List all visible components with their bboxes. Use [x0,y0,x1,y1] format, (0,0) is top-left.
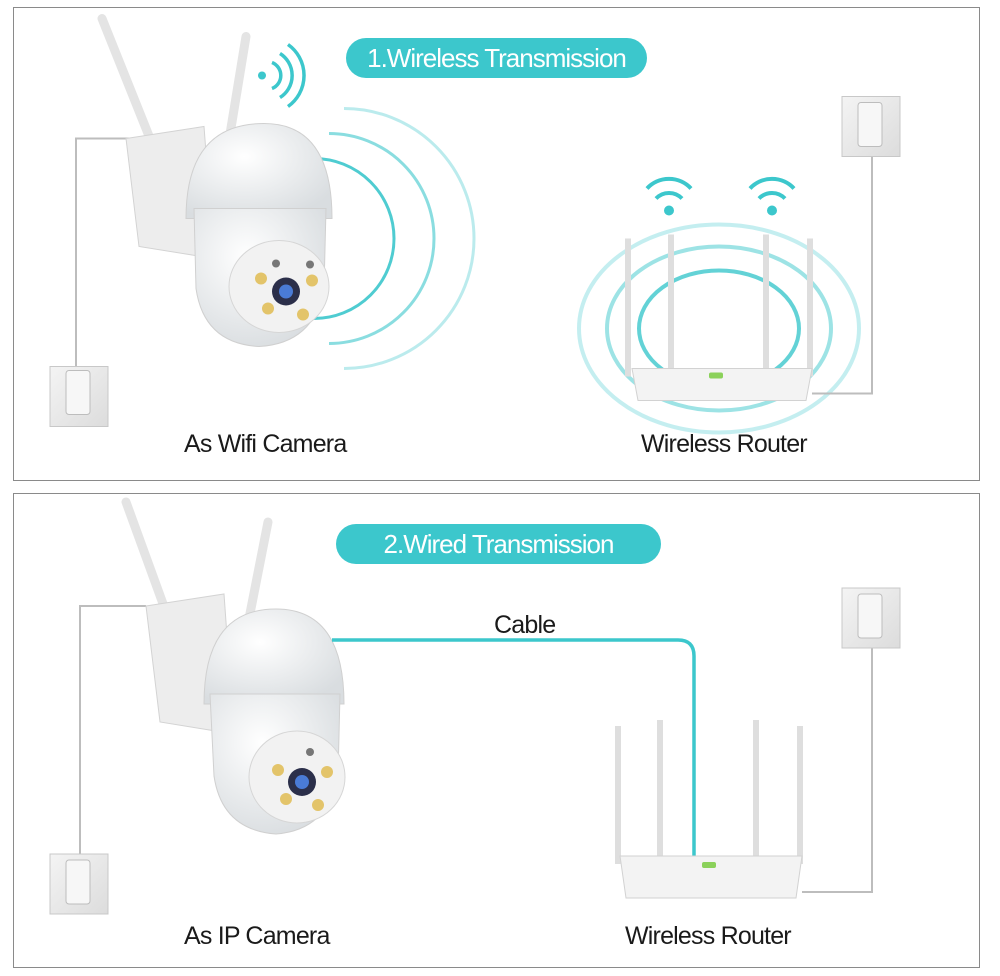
ptz-camera [97,14,333,348]
network-cable [332,638,696,869]
wired-illustration [49,497,901,915]
wireless-transmission-panel: 1.Wireless Transmission As Wifi Camera W… [13,7,980,481]
router-label: Wireless Router [641,430,808,458]
wall-socket [49,853,109,915]
ptz-camera [121,497,346,835]
router-label: Wireless Router [625,922,792,950]
section-title-wireless: 1.Wireless Transmission [346,38,647,78]
wifi-icon-right [748,176,796,216]
wifi-icon [258,43,306,108]
wired-transmission-panel: 2.Wired Transmission Cable As IP Camera … [13,493,980,968]
wall-socket-right [841,587,901,649]
camera-signal-waves [313,107,476,370]
camera-label: As Wifi Camera [184,430,347,458]
router [625,234,813,401]
wifi-icon-left [645,176,693,216]
router-signal-waves [577,222,861,435]
wall-socket-right [841,96,901,157]
wall-socket [49,366,109,427]
cable-label: Cable [494,611,556,639]
router [615,720,803,899]
camera-label: As IP Camera [184,922,330,950]
section-title-wired: 2.Wired Transmission [336,524,661,564]
wireless-illustration [49,14,901,435]
